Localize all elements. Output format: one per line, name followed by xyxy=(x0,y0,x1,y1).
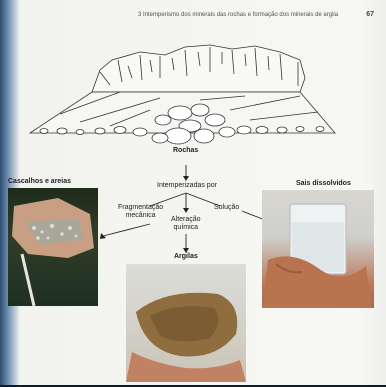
solucao-label: Solução xyxy=(214,204,239,212)
alteracao-label: Alteração química xyxy=(171,216,201,232)
rock-outcrop-illustration xyxy=(30,45,335,144)
intemperizadas-label: Intemperizadas por xyxy=(157,182,217,190)
clay-hand-photo xyxy=(126,264,246,382)
rochas-label: Rochas xyxy=(173,147,198,155)
dissolved-salts-glass-photo xyxy=(262,190,374,308)
gravel-hand-photo xyxy=(8,188,98,306)
sais-caption: Sais dissolvidos xyxy=(296,180,351,188)
fragmentacao-label: Fragmentação mecânica xyxy=(118,204,163,220)
argilas-label: Argilas xyxy=(174,253,198,261)
cascalhos-caption: Cascalhos e areias xyxy=(8,178,71,186)
